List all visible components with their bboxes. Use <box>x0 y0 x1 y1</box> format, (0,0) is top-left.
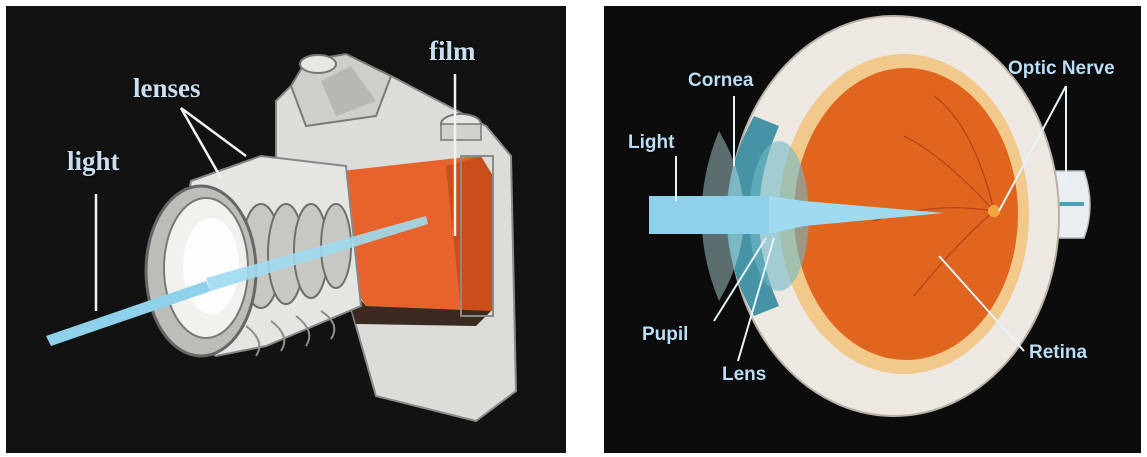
camera-cutaway-illustration <box>6 6 566 453</box>
label-lenses: lenses <box>133 73 201 104</box>
label-lens: Lens <box>722 364 766 386</box>
label-retina: Retina <box>1029 342 1087 364</box>
label-cornea: Cornea <box>688 70 753 92</box>
label-optic-nerve: Optic Nerve <box>1008 58 1115 80</box>
label-light: Light <box>628 132 674 154</box>
camera-cutaway-panel: lenses light film <box>6 6 566 453</box>
label-film: film <box>429 36 476 67</box>
eye-cross-section-panel: Cornea Optic Nerve Light Pupil Lens Reti… <box>604 6 1141 453</box>
label-pupil: Pupil <box>642 324 688 346</box>
label-light: light <box>67 146 120 177</box>
lens-barrel <box>146 156 361 356</box>
